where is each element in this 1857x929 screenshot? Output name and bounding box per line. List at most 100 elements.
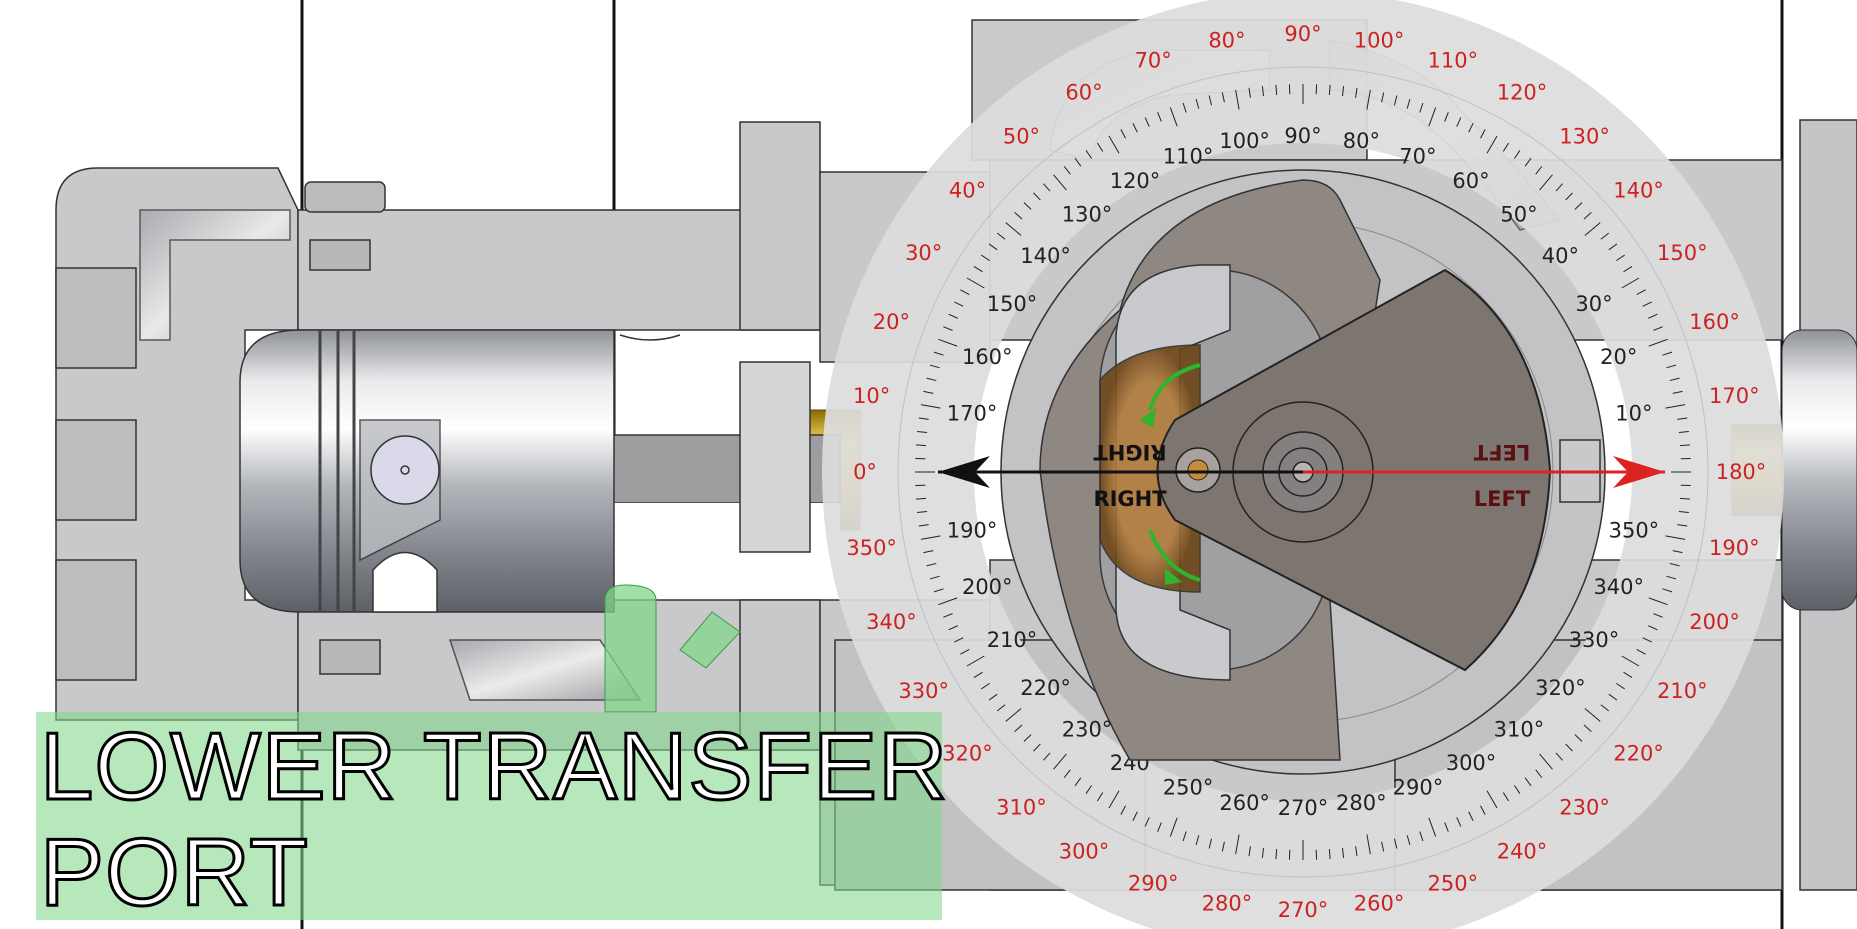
dial-tick	[1677, 417, 1688, 420]
dial-outer-label: 260°	[1354, 891, 1405, 915]
dial-inner-label: 70°	[1399, 144, 1436, 168]
dial-tick	[1636, 289, 1646, 295]
dial-inner-label: 200°	[962, 575, 1013, 599]
left-housing	[55, 167, 299, 721]
dial-tick	[1005, 708, 1022, 722]
piston	[239, 329, 681, 613]
dial-outer-label: 100°	[1354, 29, 1405, 53]
dial-outer-label: 160°	[1689, 310, 1740, 334]
dial-tick	[1419, 831, 1424, 842]
dial-tick	[1406, 835, 1411, 846]
dial-tick	[1261, 86, 1264, 97]
dial-inner-label: 160°	[962, 345, 1013, 369]
dial-inner-label: 90°	[1284, 124, 1321, 148]
dial-tick	[1063, 769, 1071, 779]
right-label: RIGHT	[1093, 487, 1167, 511]
dial-tick	[918, 524, 929, 527]
dial-outer-label: 190°	[1709, 536, 1760, 560]
dial-tick	[1355, 846, 1358, 857]
dial-tick	[981, 682, 990, 690]
degree-dial: 0°10°20°30°40°50°60°70°80°90°100°110°120…	[822, 0, 1784, 929]
dial-inner-label: 330°	[1569, 628, 1620, 652]
transfer-port-flow	[604, 584, 741, 713]
dial-inner-label: 80°	[1343, 129, 1380, 153]
dial-tick	[1574, 734, 1583, 742]
dial-outer-label: 110°	[1428, 48, 1479, 72]
dial-tick	[960, 649, 970, 655]
dial-tick	[1677, 524, 1688, 527]
dial-tick	[1328, 84, 1331, 95]
dial-tick	[954, 301, 964, 307]
dial-tick	[1023, 734, 1032, 742]
dial-tick	[1195, 98, 1200, 109]
dial-tick	[1235, 89, 1240, 110]
dial-inner-label: 270°	[1278, 796, 1329, 820]
dial-inner-label: 140°	[1020, 244, 1071, 268]
dial-tick	[1342, 86, 1345, 97]
dial-tick	[933, 588, 944, 593]
dial-outer-label: 280°	[1202, 891, 1253, 915]
dial-tick	[1665, 404, 1686, 409]
dial-outer-label: 150°	[1657, 241, 1708, 265]
dial-inner-label: 340°	[1593, 575, 1644, 599]
dial-tick	[943, 613, 953, 618]
right-label-mirrored: RIGHT	[1093, 440, 1167, 464]
dial-tick	[1524, 777, 1532, 787]
dial-outer-label: 140°	[1613, 178, 1664, 202]
dial-tick	[1169, 107, 1178, 127]
dial-outer-label: 180°	[1716, 460, 1767, 484]
dial-tick	[1023, 202, 1032, 210]
dial-tick	[1621, 655, 1640, 667]
dial-tick	[1261, 847, 1264, 858]
dial-tick	[1648, 313, 1658, 319]
caption-line-2: PORT	[39, 818, 310, 927]
left-label: LEFT	[1474, 487, 1531, 511]
dial-outer-label: 0°	[853, 460, 877, 484]
dial-tick	[1502, 792, 1510, 802]
dial-inner-label: 280°	[1336, 791, 1387, 815]
dial-inner-label: 210°	[987, 628, 1038, 652]
dial-inner-label: 100°	[1219, 129, 1270, 153]
dial-tick	[1221, 841, 1225, 852]
dial-outer-label: 250°	[1428, 872, 1479, 896]
dial-outer-label: 320°	[942, 742, 993, 766]
dial-tick	[926, 562, 937, 567]
dial-tick	[1621, 277, 1640, 289]
dial-tick	[917, 430, 928, 433]
dial-tick	[1381, 841, 1385, 852]
dial-outer-label: 120°	[1497, 81, 1548, 105]
dial-tick	[1616, 682, 1625, 690]
dial-outer-label: 30°	[905, 241, 942, 265]
dial-tick	[1053, 753, 1067, 770]
dial-tick	[1669, 562, 1680, 567]
dial-outer-label: 80°	[1208, 29, 1245, 53]
dial-outer-label: 200°	[1689, 610, 1740, 634]
dial-tick	[1085, 785, 1093, 794]
dial-tick	[1085, 150, 1093, 159]
dial-tick	[1406, 98, 1411, 109]
dial-tick	[1502, 142, 1510, 152]
dial-tick	[988, 243, 998, 251]
dial-tick	[918, 417, 929, 420]
dial-tick	[1393, 95, 1398, 106]
dial-tick	[1248, 846, 1251, 857]
dial-tick	[1108, 790, 1120, 809]
dial-tick	[1381, 92, 1385, 103]
dial-outer-label: 290°	[1128, 872, 1179, 896]
dial-inner-label: 110°	[1163, 144, 1214, 168]
dial-tick	[996, 704, 1006, 712]
dial-tick	[1666, 364, 1677, 369]
dial-tick	[1665, 535, 1686, 540]
dial-tick	[1169, 817, 1178, 837]
dial-tick	[929, 364, 940, 369]
dial-tick	[1672, 390, 1683, 394]
dial-tick	[1033, 192, 1041, 201]
arrow-head-left	[938, 456, 990, 488]
dial-outer-label: 330°	[898, 679, 949, 703]
dial-outer-label: 240°	[1497, 839, 1548, 863]
dial-tick	[920, 535, 941, 540]
dial-tick	[1584, 222, 1601, 236]
dial-tick	[1366, 834, 1371, 855]
dial-tick	[920, 404, 941, 409]
dial-tick	[1623, 671, 1633, 679]
